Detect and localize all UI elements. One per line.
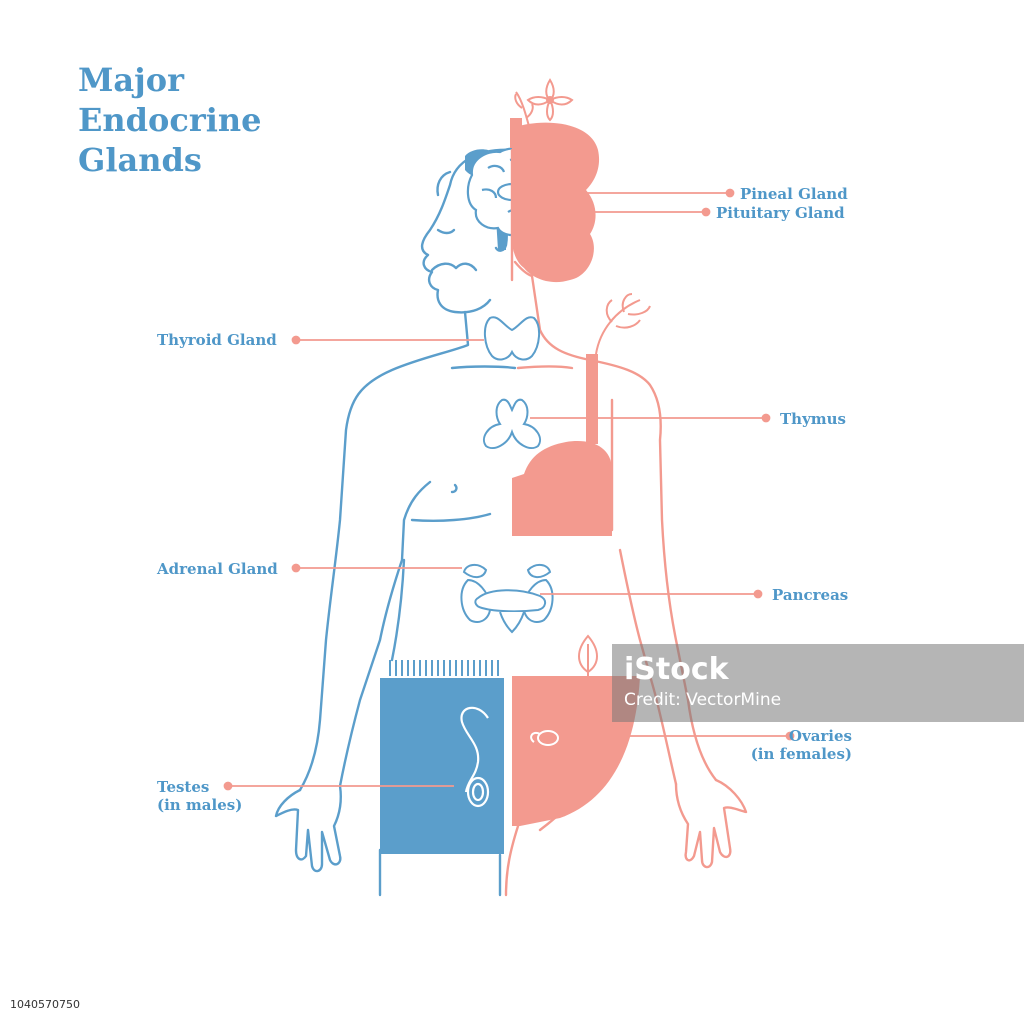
diagram-title: Major Endocrine Glands: [78, 60, 262, 180]
title-line-1: Major: [78, 61, 184, 99]
label-testes-line-2: (in males): [157, 796, 243, 814]
label-thyroid-gland: Thyroid Gland: [157, 331, 277, 349]
label-pancreas: Pancreas: [772, 586, 849, 604]
hair-flower-icon: [514, 78, 574, 131]
label-pineal-gland: Pineal Gland: [740, 185, 848, 203]
label-ovaries: Ovaries (in females): [740, 727, 852, 763]
thyroid-icon: [484, 316, 540, 361]
ovary-icon: [530, 730, 559, 746]
label-testes-line-1: Testes: [157, 778, 210, 796]
watermark-credit: Credit: VectorMine: [624, 690, 782, 710]
female-hair: [510, 118, 600, 283]
male-hips-fill: [380, 660, 504, 854]
label-ovaries-line-1: Ovaries: [788, 727, 852, 745]
title-line-2: Endocrine: [78, 101, 262, 139]
female-torso-fill: [512, 354, 612, 536]
pointer-lines: [223, 188, 795, 791]
label-pituitary-gland: Pituitary Gland: [716, 204, 845, 222]
leaf-icon: [578, 634, 598, 676]
label-thymus: Thymus: [780, 410, 847, 428]
adrenal-pancreas-icon: [460, 564, 554, 634]
stock-watermark: iStock Credit: VectorMine: [612, 644, 1024, 722]
watermark-logo: iStock: [624, 652, 729, 687]
shoulder-sprig-icon: [595, 293, 651, 355]
testes-icon: [460, 706, 490, 808]
title-line-3: Glands: [78, 141, 202, 179]
label-testes: Testes (in males): [157, 778, 242, 814]
label-ovaries-line-2: (in females): [750, 745, 852, 763]
image-id: 1040570750: [0, 994, 90, 1014]
label-adrenal-gland: Adrenal Gland: [157, 560, 278, 578]
thymus-icon: [482, 398, 542, 450]
